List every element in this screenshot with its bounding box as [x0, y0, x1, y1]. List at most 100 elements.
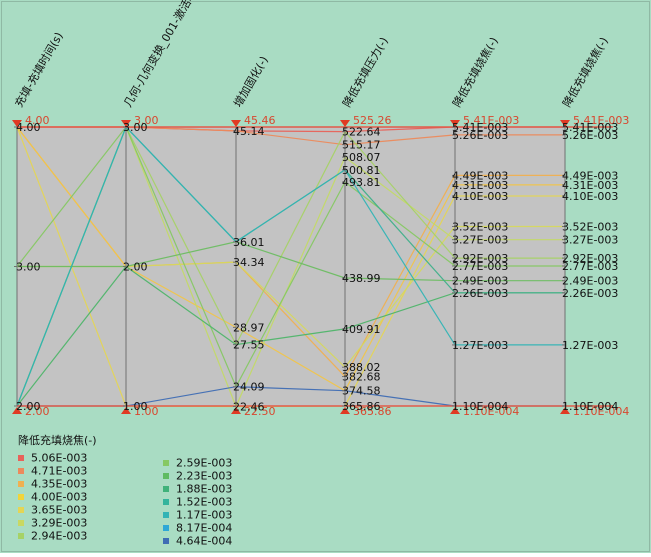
legend-label: 3.65E-003 [31, 504, 87, 517]
legend-swatch [163, 499, 169, 505]
axis-tick-label: 5.41E-003 [562, 121, 618, 134]
legend-label: 1.88E-003 [176, 483, 232, 496]
axis-tick-label: 28.97 [233, 321, 265, 334]
legend-swatch [18, 533, 24, 539]
axis-max-marker [121, 120, 131, 127]
axis-tick-label: 2.92E-003 [562, 252, 618, 265]
axis-max-marker [450, 120, 460, 127]
axis-tick-label: 3.52E-003 [562, 220, 618, 233]
legend-label: 1.52E-003 [176, 496, 232, 509]
axis-min-label: 1.10E-004 [573, 405, 629, 418]
legend-label: 4.71E-003 [31, 465, 87, 478]
legend-swatch [163, 512, 169, 518]
axis-tick-label: 2.77E-003 [452, 260, 508, 273]
polylines-layer [16, 125, 565, 409]
data-polyline [16, 126, 565, 392]
axis-tick-label: 2.00 [16, 400, 41, 413]
axis-max-label: 4.00 [25, 114, 50, 127]
axis-tick-label: 2.49E-003 [562, 275, 618, 288]
legend-swatch [163, 460, 169, 466]
axis-tick-label: 1.27E-003 [562, 339, 618, 352]
data-polyline [16, 125, 565, 389]
axis-tick-label: 388.02 [342, 361, 381, 374]
axis-tick-label: 2.00 [123, 261, 148, 274]
axis-tick-label: 365.86 [342, 400, 381, 413]
axis-tick-label: 45.14 [233, 125, 265, 138]
axis-min-label: 1.10E-004 [463, 405, 519, 418]
axis-tick-label: 515.17 [342, 139, 381, 152]
axis-tick-label: 36.01 [233, 236, 265, 249]
axis-tick-label: 4.10E-003 [452, 190, 508, 203]
axis-min-marker [12, 407, 22, 414]
legend-label: 4.64E-004 [176, 535, 232, 548]
axis-tick-label: 500.81 [342, 164, 381, 177]
axis-max-label: 3.00 [134, 114, 159, 127]
axis-max-marker [12, 120, 22, 127]
axis-max-label: 5.41E-003 [573, 114, 629, 127]
axis-tick-label: 374.58 [342, 385, 381, 398]
axis-min-label: 2.00 [25, 405, 50, 418]
axis-max-label: 5.41E-003 [463, 114, 519, 127]
axis-tick-label: 2.77E-003 [562, 260, 618, 273]
legend-label: 4.35E-003 [31, 478, 87, 491]
legend-label: 1.17E-003 [176, 509, 232, 522]
axis-tick-label: 2.49E-003 [452, 275, 508, 288]
axis-tick-label: 4.31E-003 [452, 179, 508, 192]
axis-tick-label: 22.46 [233, 400, 265, 413]
axis-min-label: 365.86 [353, 405, 392, 418]
axis-min-label: 22.50 [244, 405, 276, 418]
data-polyline [16, 125, 565, 407]
axis-min-label: 1.00 [134, 405, 159, 418]
axis-tick-label: 522.64 [342, 126, 381, 139]
axis-tick-label: 1.10E-004 [452, 400, 508, 413]
axis-max-marker [560, 120, 570, 127]
axis-max-label: 45.46 [244, 114, 276, 127]
axis-min-marker [560, 407, 570, 414]
axis-tick-label: 3.52E-003 [452, 220, 508, 233]
axis-tick-label: 493.81 [342, 176, 381, 189]
legend-swatch [18, 455, 24, 461]
axis-tick-label: 34.34 [233, 256, 265, 269]
axis-tick-label: 27.55 [233, 339, 265, 352]
axis-tick-label: 438.99 [342, 272, 381, 285]
legend-label: 2.94E-003 [31, 530, 87, 543]
axis-tick-label: 2.92E-003 [452, 252, 508, 265]
axis-tick-label: 4.10E-003 [562, 190, 618, 203]
legend-title: 降低充填烧焦(-) [18, 433, 97, 447]
axis-tick-label: 3.00 [16, 261, 41, 274]
axis-tick-label: 5.26E-003 [452, 129, 508, 142]
legend-label: 5.06E-003 [31, 452, 87, 465]
legend-swatch [18, 507, 24, 513]
legend-swatch [163, 486, 169, 492]
axis-tick-label: 24.09 [233, 381, 265, 394]
axis-tick-label: 409.91 [342, 323, 381, 336]
data-polyline [17, 241, 565, 282]
axis-tick-label: 3.27E-003 [452, 234, 508, 247]
axis-min-marker [231, 407, 241, 414]
legend-swatch [163, 525, 169, 531]
axis-max-marker [340, 120, 350, 127]
legend-swatch [18, 520, 24, 526]
axis-tick-label: 5.41E-003 [452, 121, 508, 134]
axis-tick-label: 2.26E-003 [452, 287, 508, 300]
axis-tick-label: 3.00 [123, 121, 148, 134]
legend-label: 2.23E-003 [176, 470, 232, 483]
axis-tick-label: 4.49E-003 [562, 169, 618, 182]
axis-tick-label: 508.07 [342, 151, 381, 164]
axis-tick-label: 2.26E-003 [562, 287, 618, 300]
legend-label: 4.00E-003 [31, 491, 87, 504]
axis-tick-label: 1.27E-003 [452, 339, 508, 352]
legend-swatch [18, 494, 24, 500]
axis-min-marker [340, 407, 350, 414]
axis-tick-label: 4.31E-003 [562, 179, 618, 192]
axis-tick-label: 4.00 [16, 121, 41, 134]
legend-swatch [18, 481, 24, 487]
axis-tick-label: 4.49E-003 [452, 169, 508, 182]
legend-swatch [163, 538, 169, 544]
axis-tick-label: 382.68 [342, 371, 381, 384]
axis-max-marker [231, 120, 241, 127]
legend: 降低充填烧焦(-) 5.06E-0034.71E-0034.35E-0034.00… [18, 433, 232, 548]
